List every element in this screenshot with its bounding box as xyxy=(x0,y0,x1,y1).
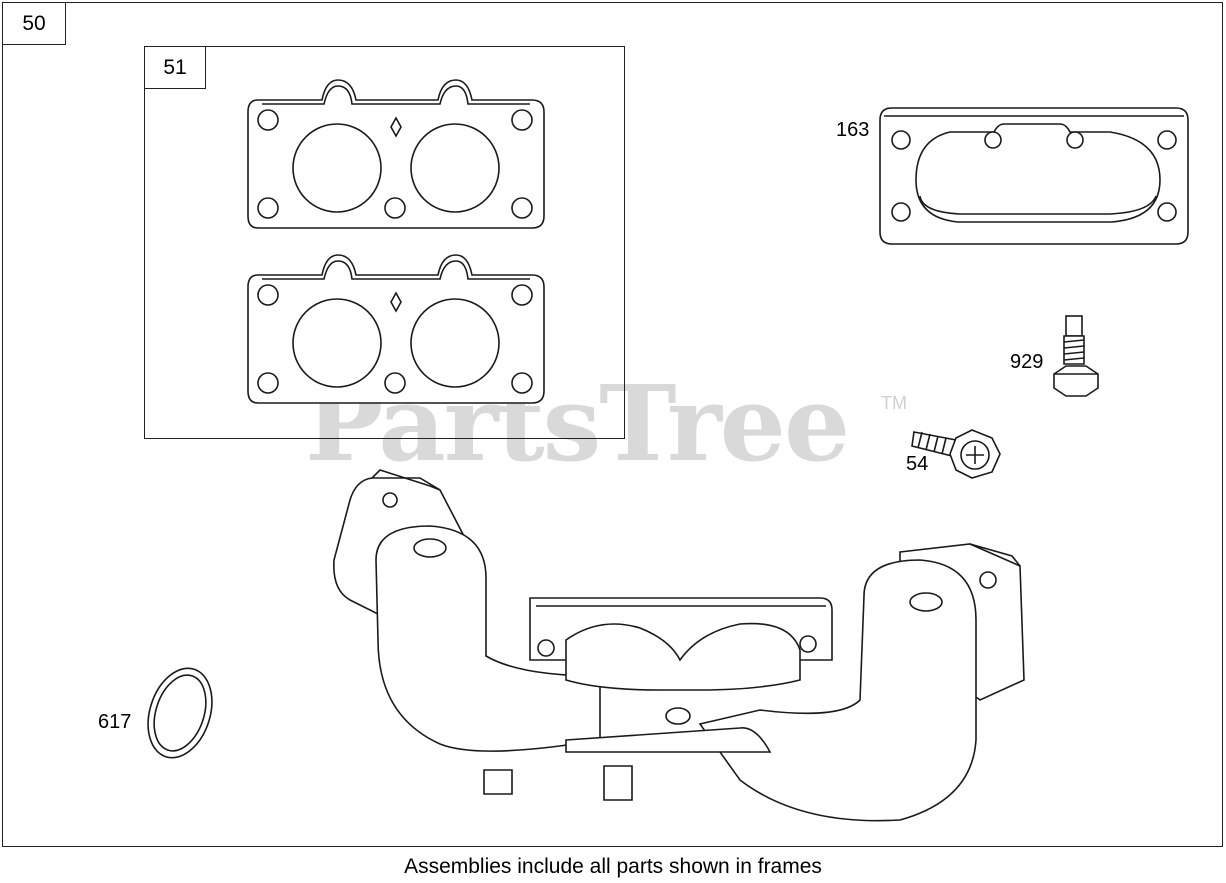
screw-54[interactable] xyxy=(911,429,1001,479)
exhaust-plate-163[interactable] xyxy=(879,107,1189,245)
callout-929[interactable]: 929 xyxy=(1010,351,1044,373)
frames-caption: Assemblies include all parts shown in fr… xyxy=(404,855,822,878)
callout-617[interactable]: 617 xyxy=(98,711,132,733)
bolt-929[interactable] xyxy=(1053,315,1099,397)
seal-ring-617[interactable] xyxy=(137,660,222,766)
callout-163[interactable]: 163 xyxy=(836,119,870,141)
assembly-frame-50 xyxy=(2,2,1223,847)
callout-54[interactable]: 54 xyxy=(906,453,929,475)
exhaust-gasket-upper[interactable] xyxy=(247,79,545,229)
exhaust-gasket-lower[interactable] xyxy=(247,254,545,404)
frame-50-label: 50 xyxy=(2,2,66,45)
assembly-frame-51 xyxy=(144,46,625,439)
exhaust-manifold[interactable] xyxy=(333,469,1025,822)
trademark-mark: TM xyxy=(881,393,907,413)
frame-51-label: 51 xyxy=(144,46,206,89)
